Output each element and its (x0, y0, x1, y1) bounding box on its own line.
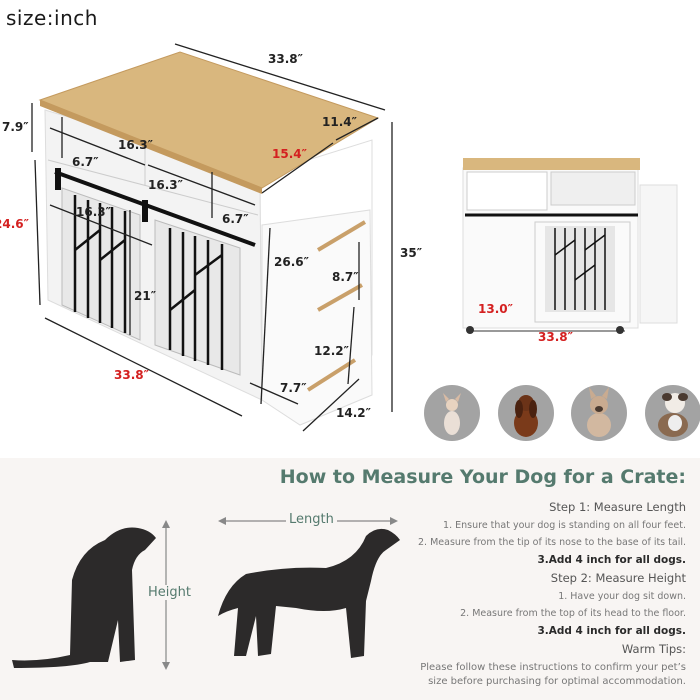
dim-total-height: 35″ (400, 246, 423, 260)
french-bulldog-icon (587, 387, 611, 437)
dim-shelf-upper: 8.7″ (332, 270, 359, 284)
warm-tips-line-1: Please follow these instructions to conf… (420, 662, 686, 673)
warm-tips-heading: Warm Tips: (621, 642, 686, 656)
dim-door-height: 21″ (134, 289, 157, 303)
dim-top-depth: 11.4″ (322, 115, 357, 129)
dog-breed-french-bulldog (571, 385, 627, 441)
height-label: Height (146, 585, 193, 600)
measure-guide-title: How to Measure Your Dog for a Crate: (279, 466, 686, 488)
dim-open-shelf-width: 16.3″ (148, 178, 183, 192)
step1-emphasis: 3.Add 4 inch for all dogs. (537, 554, 686, 566)
dog-breed-chihuahua (424, 385, 480, 441)
dim-top-length: 33.8″ (268, 52, 303, 66)
standing-dog-silhouette-icon (218, 528, 400, 658)
dim-shelf-lower: 12.2″ (314, 344, 349, 358)
dog-breed-english-bulldog (645, 385, 700, 441)
sitting-dog-silhouette-icon (12, 527, 156, 668)
dim-drawer-height: 7.9″ (2, 120, 29, 134)
measure-steps: Step 1: Measure Length 1. Ensure that yo… (418, 500, 686, 689)
step1-item-2: 2. Measure from the tip of its nose to t… (418, 537, 686, 548)
crate-isometric-illustration (31, 43, 393, 432)
step2-item-2: 2. Measure from the top of its head to t… (460, 608, 686, 619)
dim-open-shelf-height: 6.7″ (222, 212, 249, 226)
chihuahua-icon (443, 393, 461, 435)
step1-heading: Step 1: Measure Length (549, 500, 686, 514)
dog-breed-dachshund (498, 385, 554, 441)
step2-heading: Step 2: Measure Height (550, 571, 686, 585)
dim-drawer-inner-height: 6.7″ (72, 155, 99, 169)
dim-door-width: 16.3″ (76, 205, 111, 219)
english-bulldog-icon (658, 393, 688, 437)
dachshund-icon (514, 395, 538, 437)
length-label: Length (286, 512, 337, 527)
dim-crate-height: 24.6″ (0, 217, 29, 231)
dim-side-shelf-depth: 15.4″ (272, 147, 307, 161)
size-unit-label: size:inch (6, 6, 98, 30)
step2-emphasis: 3.Add 4 inch for all dogs. (537, 625, 686, 637)
step2-item-1: 1. Have your dog sit down. (558, 591, 686, 602)
dim-side-width: 7.7″ (280, 381, 307, 395)
step1-item-1: 1. Ensure that your dog is standing on a… (443, 520, 686, 531)
dim-side-depth: 14.2″ (336, 406, 371, 420)
dim-side-height: 26.6″ (274, 255, 309, 269)
warm-tips-line-2: size before purchasing for optimal accom… (428, 676, 686, 687)
crate-front-view-illustration (462, 158, 678, 334)
dim-bottom-length: 33.8″ (114, 368, 149, 382)
dim-front-width: 33.8″ (538, 330, 573, 344)
dim-door-opening: 13.0″ (478, 302, 513, 316)
dim-drawer-width: 16.3″ (118, 138, 153, 152)
